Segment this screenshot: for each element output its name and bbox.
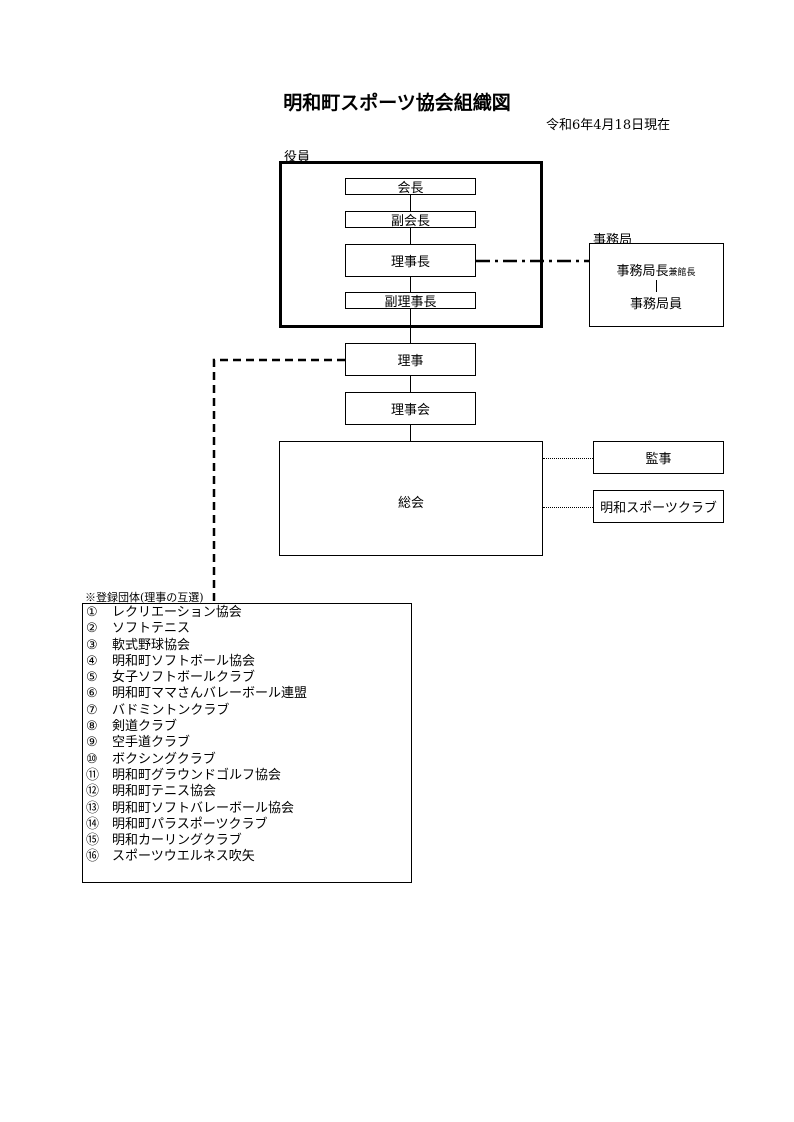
assembly-auditor-link [543, 458, 593, 459]
chairman-box: 理事長 [345, 244, 476, 277]
sports-club-box: 明和スポーツクラブ [593, 490, 724, 523]
board-label: 理事会 [390, 403, 430, 418]
connector-chairman-vicechairman [410, 277, 411, 292]
chairman-label: 理事長 [390, 255, 430, 270]
connector-vicechairman-directors [410, 309, 411, 343]
assembly-club-link [543, 507, 593, 508]
auditor-label: 監事 [645, 452, 672, 467]
page-title: 明和町スポーツ協会組織図 [283, 92, 511, 114]
directors-groups-link [212, 358, 345, 603]
chairman-secretariat-link [476, 259, 590, 263]
secretariat-head-suffix: 兼館長 [668, 268, 696, 278]
president-label: 会長 [397, 181, 424, 196]
secretariat-box: 事務局長兼館長 事務局員 [589, 243, 724, 327]
secretariat-connector [656, 280, 657, 292]
directors-label: 理事 [397, 354, 424, 369]
connector-president-vice [410, 195, 411, 211]
secretariat-staff-label: 事務局員 [629, 297, 682, 312]
vice-chairman-label: 副理事長 [384, 295, 437, 310]
as-of-date: 令和6年4月18日現在 [546, 118, 671, 133]
directors-box: 理事 [345, 343, 476, 376]
secretariat-head-label: 事務局長 [616, 264, 669, 279]
connector-directors-board [410, 376, 411, 393]
registered-groups-note: ※登録団体(理事の互選) [85, 591, 204, 604]
board-box: 理事会 [345, 392, 476, 425]
vice-chairman-box: 副理事長 [345, 292, 476, 310]
connector-vice-chairman [410, 227, 411, 244]
auditor-box: 監事 [593, 441, 724, 474]
connector-board-assembly [410, 425, 411, 441]
vice-president-box: 副会長 [345, 211, 476, 229]
vice-president-label: 副会長 [390, 214, 430, 229]
general-assembly-box: 総会 [279, 441, 543, 556]
registered-groups-box [82, 603, 412, 883]
general-assembly-label: 総会 [397, 496, 424, 511]
sports-club-label: 明和スポーツクラブ [600, 501, 717, 516]
president-box: 会長 [345, 178, 476, 196]
secretariat-head-row: 事務局長兼館長 [590, 260, 722, 279]
